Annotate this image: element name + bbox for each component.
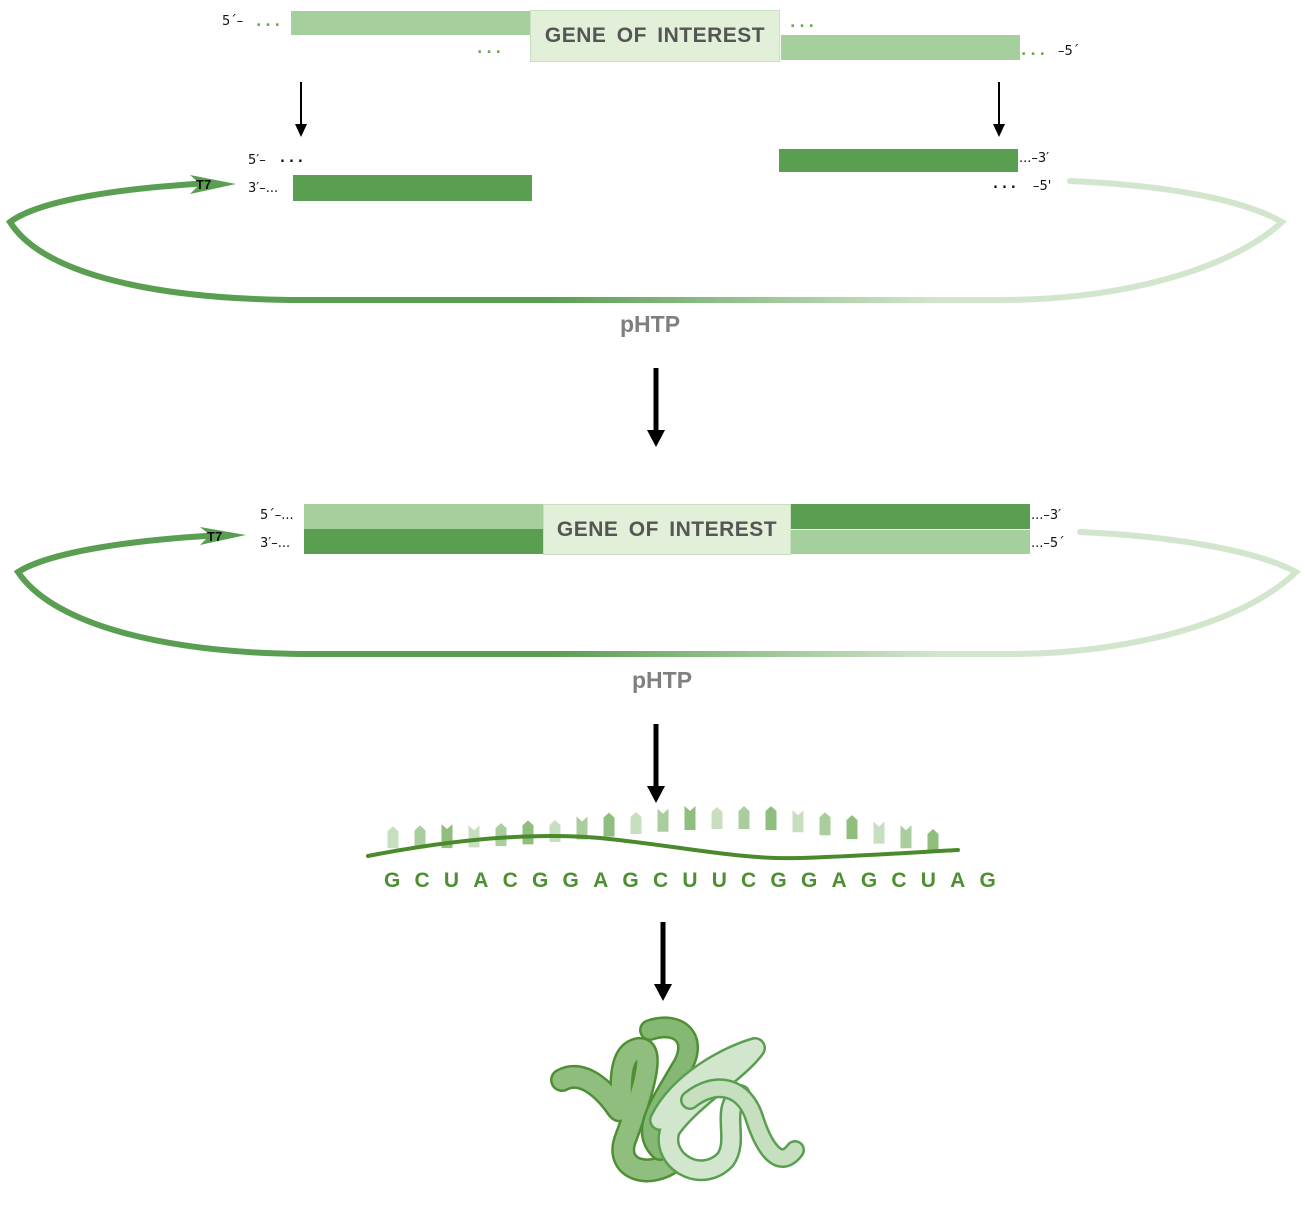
- stage2-left-top-5prime: 5′–: [248, 153, 266, 168]
- stage3-right-bottom-5prime: ...–5´: [1031, 536, 1065, 551]
- stage3-plasmid-name: pHTP: [632, 667, 693, 693]
- t7-promoter-arrowhead: [200, 527, 246, 545]
- stage2-left-top-dots: ...: [280, 151, 307, 166]
- mrna-base-tick-a: [792, 810, 804, 833]
- mrna-base-tick-u: [684, 805, 696, 830]
- stage1-gene-of-interest-box: GENE OF INTEREST: [530, 10, 780, 62]
- stage3-gene-of-interest-box: GENE OF INTEREST: [543, 504, 791, 555]
- stage3-left-top-5prime: 5´–...: [260, 508, 294, 523]
- stage1-top-right-dots: ...: [790, 15, 818, 31]
- mrna-base-tick-u: [873, 821, 885, 844]
- mrna-base-tick-a: [576, 816, 588, 840]
- stage2-left-vector-strand: [293, 175, 532, 201]
- stage1-top-5prime-label: 5´–: [222, 14, 244, 29]
- stage2-right-vector-strand: [779, 149, 1018, 172]
- stage3-vector-bottom-left: [304, 529, 544, 554]
- mrna-base-tick-c: [711, 807, 723, 830]
- stage1-bottom-strand-right: [781, 35, 1020, 60]
- mrna-base-tick-g: [549, 820, 561, 843]
- mrna-base-tick-g: [765, 806, 777, 831]
- mrna-base-tick-u: [657, 808, 669, 832]
- stage3-insert-top-left: [304, 504, 544, 529]
- stage2-plasmid-name: pHTP: [620, 311, 681, 337]
- mrna-base-tick-c: [495, 823, 507, 847]
- stage2-right-bottom-5prime: –5': [1033, 179, 1052, 194]
- stage2-t7-label: T7: [196, 177, 212, 192]
- mrna-sequence-text: GCUACGGAGCUUCGGAGCUAG: [384, 869, 1011, 892]
- mrna-base-tick-g: [603, 812, 615, 837]
- mrna-base-tick-a: [900, 825, 912, 849]
- stage1-top-strand-left: [291, 11, 531, 35]
- stage2-right-bottom-dots: ...: [993, 177, 1020, 192]
- mrna-base-tick-g: [738, 806, 750, 830]
- mrna-backbone: [366, 834, 960, 861]
- mrna-base-tick-c: [630, 812, 642, 835]
- mrna-base-tick-c: [414, 825, 426, 849]
- folded-protein-icon: [550, 1016, 805, 1183]
- mrna-base-tick-a: [468, 825, 480, 848]
- stage1-top-left-dots: ...: [256, 14, 284, 30]
- stage2-left-bottom-3prime: 3′–...: [248, 181, 279, 196]
- stage3-right-top-3prime: ...–3′: [1031, 508, 1062, 523]
- mrna-base-ticks: [387, 805, 939, 853]
- t7-promoter-arrowhead: [190, 175, 236, 194]
- stage1-bottom-right-dots: ...: [1021, 43, 1049, 59]
- stage3-vector-top-right: [791, 504, 1030, 529]
- mrna-base-tick-g: [522, 820, 534, 845]
- stage3-insert-bottom-right: [791, 530, 1030, 554]
- stage1-bottom-5prime-label: –5´: [1058, 44, 1080, 59]
- mrna-base-tick-c: [846, 815, 858, 840]
- mrna-base-tick-g: [819, 812, 831, 836]
- stage1-bottom-left-dots: ...: [477, 41, 505, 57]
- stage3-t7-label: T7: [207, 529, 223, 544]
- mrna-base-tick-g: [387, 826, 399, 849]
- mrna-base-tick-g: [927, 828, 939, 853]
- stage3-left-bottom-3prime: 3′–...: [260, 536, 291, 551]
- stage2-right-top-3prime: ...–3′: [1019, 151, 1050, 166]
